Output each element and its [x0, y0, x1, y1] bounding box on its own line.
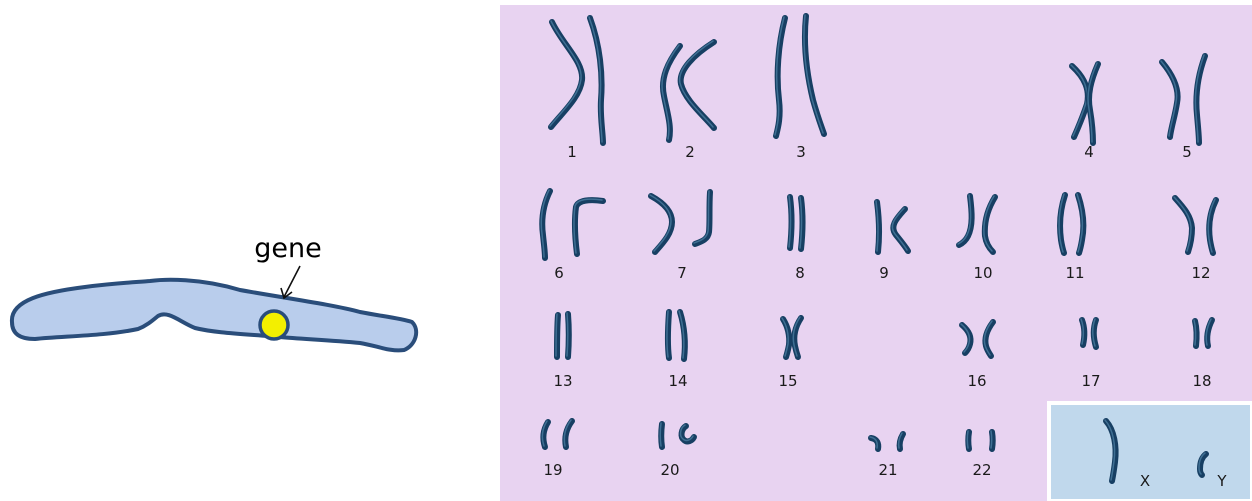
chromosome-label-6: 6 — [554, 264, 564, 282]
chromatid-highlight-22-2 — [991, 431, 992, 448]
chromosome-label-22: 22 — [972, 461, 991, 479]
gene-marker — [260, 311, 288, 339]
chromosome-label-21: 21 — [878, 461, 897, 479]
chromosome-label-13: 13 — [553, 372, 572, 390]
chromosome-label-16: 16 — [967, 372, 986, 390]
chromosome-label-7: 7 — [677, 264, 687, 282]
chromosome-label-5: 5 — [1182, 143, 1192, 161]
chromosome-label-20: 20 — [660, 461, 679, 479]
chromatid-highlight-22-1 — [967, 431, 968, 448]
chromosome-label-19: 19 — [543, 461, 562, 479]
chromatid-highlight-13-2 — [567, 313, 568, 356]
chromosome-label-11: 11 — [1065, 264, 1084, 282]
chromosome-label-x: X — [1140, 472, 1150, 490]
chromosome-label-4: 4 — [1084, 143, 1094, 161]
chromosome-label-8: 8 — [795, 264, 805, 282]
chromosome-label-3: 3 — [796, 143, 806, 161]
gene-label: gene — [254, 233, 321, 264]
chromosome-label-18: 18 — [1192, 372, 1211, 390]
chromosome-label-15: 15 — [778, 372, 797, 390]
chromosome-label-y: Y — [1216, 472, 1227, 490]
chromosome-label-2: 2 — [685, 143, 695, 161]
chromosome-with-gene: gene — [12, 233, 416, 350]
chromosome-label-9: 9 — [879, 264, 889, 282]
chromosome-label-17: 17 — [1081, 372, 1100, 390]
chromatid-highlight-20-1 — [660, 423, 661, 446]
chromosome-label-10: 10 — [973, 264, 992, 282]
chromosome-body — [12, 280, 416, 351]
chromosome-label-12: 12 — [1191, 264, 1210, 282]
chromosome-label-1: 1 — [567, 143, 577, 161]
chromosome-label-14: 14 — [668, 372, 687, 390]
karyotype-panel: 1 2 3 4 5 6 7 8 9 10 11 12 13 14 15 16 1… — [500, 5, 1252, 501]
